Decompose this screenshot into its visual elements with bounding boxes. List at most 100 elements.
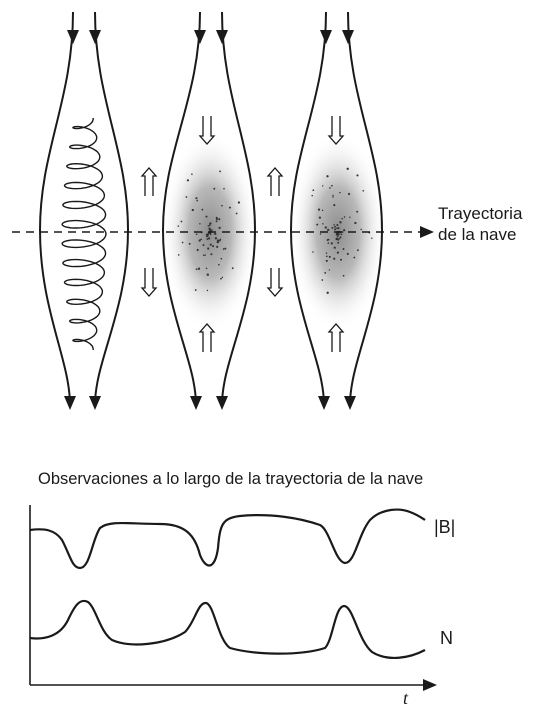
density-dot: [360, 229, 362, 231]
density-dot: [218, 227, 220, 229]
density-dot: [208, 237, 210, 239]
density-dot: [356, 211, 358, 213]
arrow-down-icon: [216, 396, 228, 410]
density-dot: [334, 228, 336, 230]
double-arrow-up-icon: [268, 168, 282, 196]
density-dot: [324, 272, 326, 274]
density-dot: [332, 195, 333, 196]
density-dot: [343, 248, 345, 250]
density-dot: [195, 197, 197, 199]
density-dot: [322, 185, 323, 186]
density-dot: [223, 248, 225, 250]
density-dot: [207, 290, 208, 291]
double-arrow-down-icon: [268, 268, 282, 296]
density-dot: [220, 278, 222, 280]
density-dot: [238, 201, 240, 203]
density-dot: [209, 222, 211, 224]
density-dot: [203, 244, 205, 246]
density-dot: [215, 237, 217, 239]
density-dot: [216, 246, 218, 248]
density-dot: [325, 226, 327, 228]
density-dot: [333, 224, 334, 225]
arrow-down-icon: [67, 30, 79, 44]
density-dot: [232, 267, 234, 269]
density-dot: [329, 269, 330, 270]
density-dot: [312, 251, 313, 252]
density-dot: [339, 221, 341, 223]
arrow-down-icon: [89, 396, 101, 410]
double-arrow-down-icon: [142, 268, 156, 296]
arrow-down-icon: [194, 30, 206, 44]
density-dot: [320, 233, 322, 235]
density-dot: [326, 260, 328, 262]
density-dot: [219, 170, 221, 172]
density-dot: [204, 254, 205, 255]
density-dot: [326, 252, 327, 253]
density-dot: [362, 190, 364, 192]
density-dot: [338, 227, 340, 229]
density-dot: [340, 259, 342, 261]
density-dot: [229, 207, 231, 209]
density-dot: [329, 256, 331, 258]
trajectory-label-line2: de la nave: [438, 224, 522, 245]
density-dot: [236, 213, 238, 215]
density-dot: [321, 279, 323, 281]
time-axis-label: t: [403, 688, 408, 709]
observation-plot: [30, 505, 437, 691]
density-dot: [371, 237, 372, 238]
density-dot: [206, 268, 208, 270]
density-dot: [343, 275, 345, 277]
arrow-down-icon: [190, 396, 202, 410]
density-dot: [202, 209, 204, 211]
density-dot: [203, 255, 205, 257]
density-dot: [347, 168, 349, 170]
plot-title: Observaciones a lo largo de la trayector…: [38, 470, 423, 489]
density-dot: [341, 233, 343, 235]
arrow-down-icon: [318, 396, 330, 410]
arrow-down-icon: [344, 396, 356, 410]
density-dot: [326, 255, 328, 257]
density-dot: [337, 242, 339, 244]
density-dot: [218, 264, 220, 266]
density-dot: [196, 200, 198, 202]
density-dot: [180, 221, 182, 223]
density-dot: [357, 249, 359, 251]
x-axis-arrowhead: [423, 679, 437, 691]
density-dot: [333, 258, 335, 260]
density-dot: [334, 247, 336, 249]
b-curve-label: |B|: [434, 517, 455, 538]
n-curve-label: N: [440, 628, 453, 649]
density-dot: [318, 209, 320, 211]
density-dot: [322, 210, 323, 211]
density-dot: [341, 218, 343, 220]
density-dot: [336, 227, 338, 229]
density-dot: [356, 174, 358, 176]
density-dot: [328, 239, 330, 241]
helix-spiral: [62, 118, 106, 350]
density-dot: [337, 235, 339, 237]
arrow-down-icon: [89, 30, 101, 44]
density-dot: [209, 224, 211, 226]
trajectory-label: Trayectoria de la nave: [438, 203, 522, 245]
density-dot: [354, 222, 356, 224]
density-dot: [344, 216, 346, 218]
density-dot: [334, 226, 336, 228]
density-dot: [212, 245, 214, 247]
density-dot: [192, 209, 194, 211]
density-dot: [207, 274, 209, 276]
density-dot: [332, 196, 333, 197]
density-dot: [319, 216, 321, 218]
density-dot: [195, 289, 197, 291]
density-dot: [223, 188, 225, 190]
density-dot: [187, 179, 189, 181]
density-dot: [339, 238, 341, 240]
density-dot: [327, 229, 329, 231]
density-dot: [215, 233, 216, 234]
density-dot: [331, 227, 333, 229]
density-dot: [327, 242, 329, 244]
density-dot: [207, 238, 209, 240]
density-dot: [197, 249, 199, 251]
density-dot: [178, 254, 180, 256]
density-dot: [337, 252, 339, 254]
density-dot: [196, 233, 198, 235]
